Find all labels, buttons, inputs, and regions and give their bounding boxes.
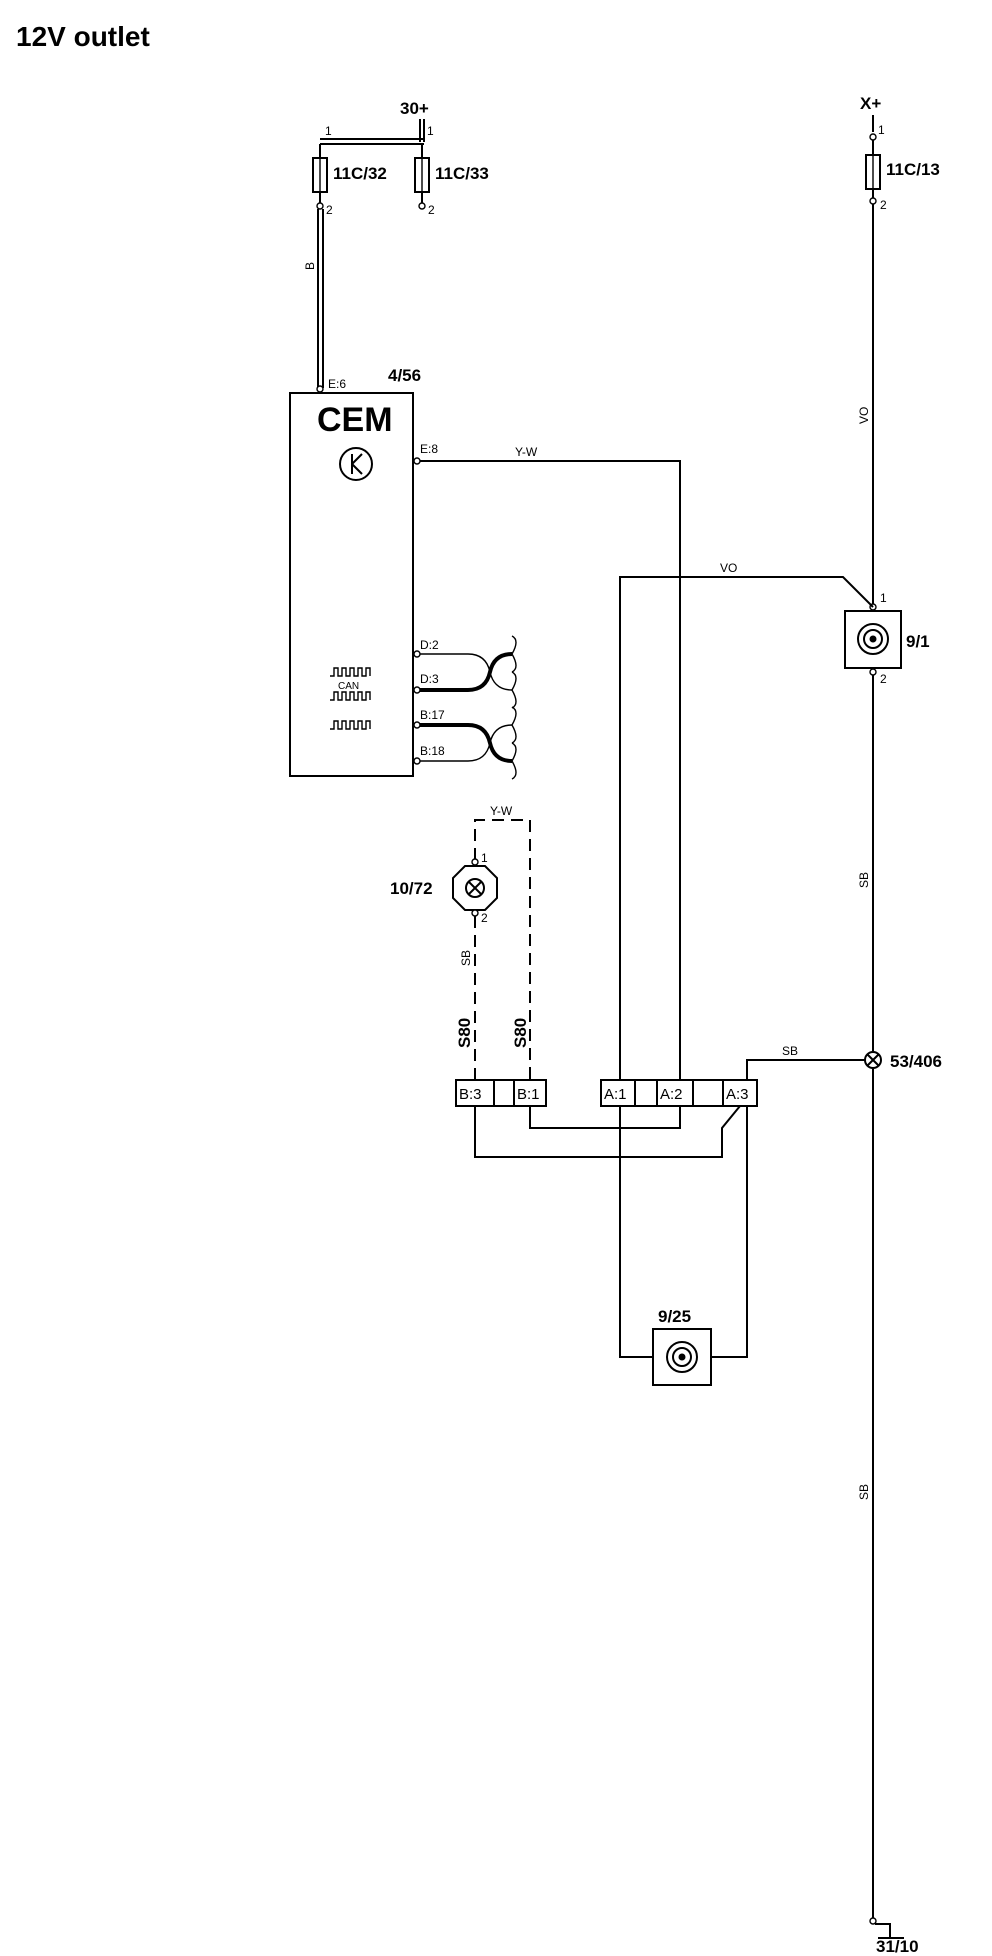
cem-pin-b17: B:17 bbox=[420, 708, 445, 722]
ground-icon bbox=[875, 1923, 904, 1939]
wire-sb-branch-color: SB bbox=[782, 1044, 798, 1058]
wire-vo-branch-color: VO bbox=[720, 561, 737, 575]
fuse-2-pin-1: 1 bbox=[427, 124, 434, 138]
can-bus-wires: D:2 D:3 B:17 B:18 bbox=[413, 635, 517, 780]
can-bus-icon: CAN bbox=[330, 667, 371, 730]
wire-sb-branch bbox=[746, 1059, 865, 1080]
wire-vo-branch bbox=[619, 576, 874, 1090]
lamp-pin-2: 2 bbox=[481, 911, 488, 925]
connector-pin-a1: A:1 bbox=[604, 1086, 627, 1103]
fuse-11c33-label: 11C/33 bbox=[435, 164, 489, 183]
wire-a1-outlet bbox=[619, 1106, 653, 1358]
wire-vo-color: VO bbox=[857, 407, 871, 424]
cem-pin-d3: D:3 bbox=[420, 672, 439, 686]
ground-label: 31/10 bbox=[876, 1937, 919, 1956]
outlet-9-1-pin-2: 2 bbox=[880, 672, 887, 686]
wire-y-w-color: Y-W bbox=[515, 445, 538, 459]
diagram-title: 12V outlet bbox=[16, 21, 150, 52]
fuse-11c33-pin-2: 2 bbox=[428, 203, 435, 217]
cem-module: 4/56 E:6 CEM CAN bbox=[289, 366, 421, 777]
outlet-9-1-socket-icon bbox=[857, 623, 889, 655]
connector-pin-b1: B:1 bbox=[517, 1086, 540, 1103]
lamp-10-72: Y-W 1 10/72 2 SB S80 S80 bbox=[390, 804, 531, 1080]
wire-b1-a2 bbox=[529, 1106, 681, 1129]
fuse-11c13-label: 11C/13 bbox=[886, 160, 940, 179]
outlet-9-1-label: 9/1 bbox=[906, 632, 930, 651]
fuse-11c32-label: 11C/32 bbox=[333, 164, 387, 183]
connector-pin-a3: A:3 bbox=[726, 1086, 749, 1103]
wire-sb-lamp-color: SB bbox=[459, 950, 473, 966]
outlet-9-1-pin-1: 1 bbox=[880, 591, 887, 605]
outlet-9-25-socket-icon bbox=[666, 1341, 698, 1373]
connector-a: A:1 A:2 A:3 bbox=[600, 1079, 758, 1107]
fuse-11c13-pin-2: 2 bbox=[880, 198, 887, 212]
connector-b: B:3 B:1 bbox=[455, 1079, 547, 1107]
fuse-11c32-pin-2: 2 bbox=[326, 203, 333, 217]
lamp-icon bbox=[465, 878, 485, 898]
wire-y-w-lamp-color: Y-W bbox=[490, 804, 513, 818]
wire-y-w: E:8 Y-W bbox=[413, 442, 681, 1080]
outlet-9-1: 9/1 bbox=[844, 610, 930, 669]
connector-pin-b3: B:3 bbox=[459, 1086, 482, 1103]
lamp-pin-1: 1 bbox=[481, 851, 488, 865]
fuse-1-pin-1: 1 bbox=[325, 124, 332, 138]
wire-sb-upper-color: SB bbox=[857, 872, 871, 888]
cem-pin-b18: B:18 bbox=[420, 744, 445, 758]
supply-x-label: X+ bbox=[860, 94, 881, 113]
wire-sb-lower-color: SB bbox=[857, 1484, 871, 1500]
cem-pin-d2: D:2 bbox=[420, 638, 439, 652]
splice-label: 53/406 bbox=[890, 1052, 942, 1071]
cem-pin-e8: E:8 bbox=[420, 442, 438, 456]
cem-box bbox=[289, 392, 414, 777]
right-supply-chain: X+ 1 11C/13 2 VO 1 9/1 2 SB bbox=[844, 94, 942, 1956]
supply-30-group: 30+ 1 1 2 11C/32 2 11C/33 B bbox=[303, 99, 489, 393]
wire-a3-outlet bbox=[711, 1106, 748, 1358]
lamp-label: 10/72 bbox=[390, 879, 433, 898]
supply-30-label: 30+ bbox=[400, 99, 429, 118]
can-label: CAN bbox=[338, 681, 359, 692]
wire-y-w-dashed bbox=[474, 819, 531, 1080]
control-unit-icon bbox=[339, 447, 373, 481]
splice-53-406: 53/406 bbox=[864, 1051, 942, 1071]
wire-b3-a3 bbox=[474, 1105, 741, 1158]
cem-pin-e6: E:6 bbox=[328, 377, 346, 391]
connector-pin-a2: A:2 bbox=[660, 1086, 683, 1103]
variant-label-b1: S80 bbox=[511, 1018, 530, 1048]
wire-b-color: B bbox=[303, 262, 317, 270]
cem-name: CEM bbox=[317, 401, 393, 439]
outlet-9-25-label: 9/25 bbox=[658, 1307, 691, 1326]
fuse-11c13-pin-1: 1 bbox=[878, 123, 885, 137]
cem-id-label: 4/56 bbox=[388, 366, 421, 385]
outlet-9-25: 9/25 bbox=[652, 1307, 712, 1386]
variant-label-b3: S80 bbox=[455, 1018, 474, 1048]
